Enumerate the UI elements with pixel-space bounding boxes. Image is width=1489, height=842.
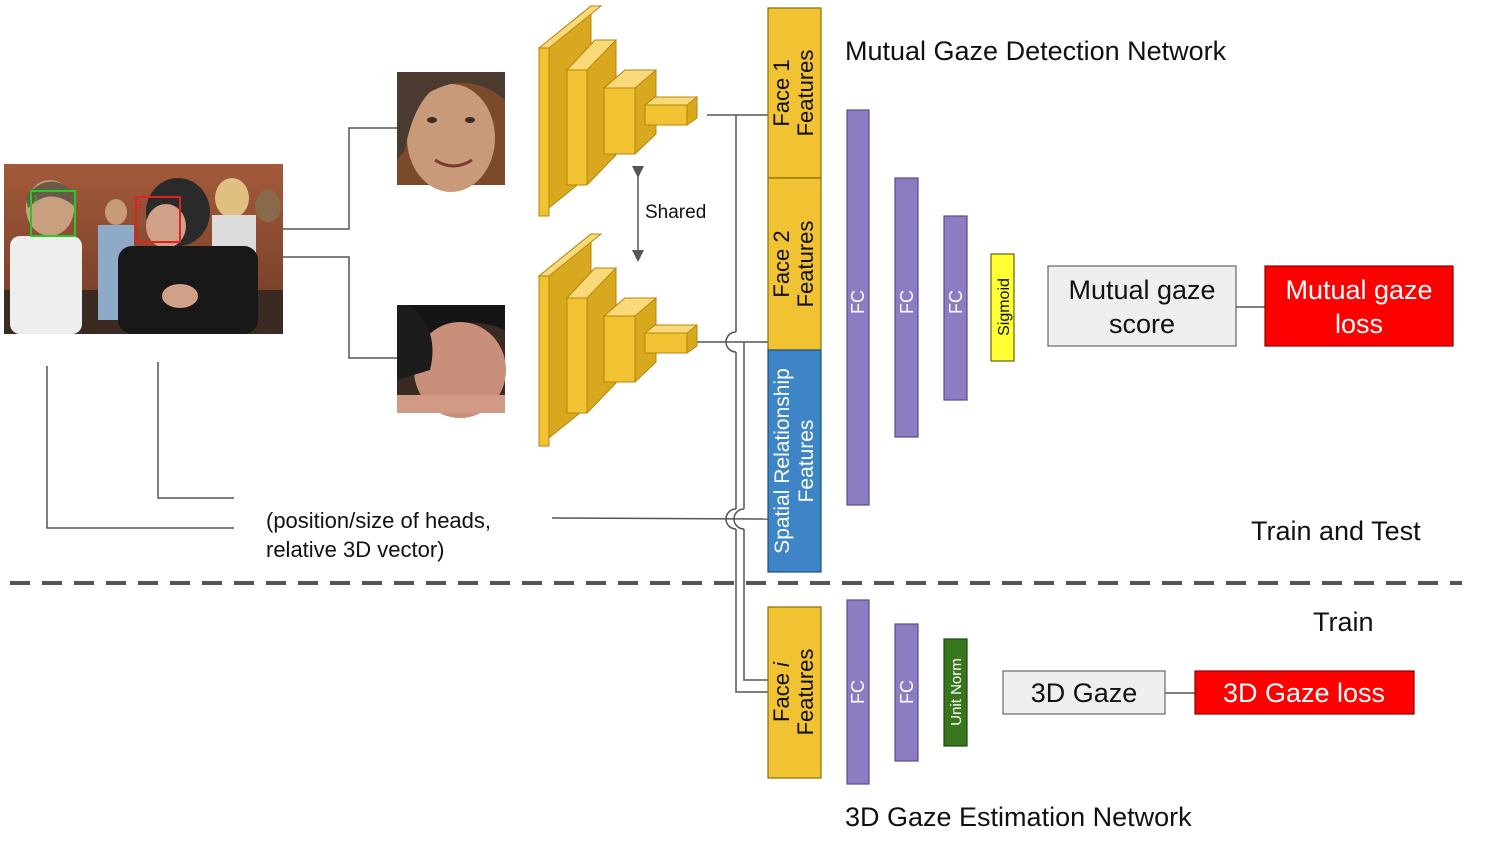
gaze-fc-layer-1-label: FC [848, 680, 868, 704]
mutual-fc-layer-1[interactable]: FC [846, 109, 870, 506]
head-box-1-label: 1 [33, 194, 39, 205]
face-i-features-line1: Face i [769, 661, 794, 722]
train-label: Train [1313, 607, 1374, 637]
mutual-gaze-score-box[interactable]: Mutual gaze score [1047, 265, 1237, 347]
face2-features-block[interactable]: Face 2 Features [767, 177, 822, 351]
mutual-gaze-loss-box[interactable]: Mutual gaze loss [1264, 265, 1454, 347]
unit-norm-layer-label: Unit Norm [948, 658, 965, 726]
mutual-gaze-loss-line1: Mutual gaze [1285, 275, 1432, 305]
gaze-fc-layer-2-label: FC [897, 680, 917, 704]
spatial-note-line2: relative 3D vector) [266, 537, 445, 562]
face-crop-1 [397, 72, 505, 192]
connectors [46, 114, 1265, 694]
sigmoid-layer[interactable]: Sigmoid [990, 253, 1015, 362]
shared-label: Shared [645, 202, 706, 223]
gaze3d-output-box[interactable]: 3D Gaze [1002, 670, 1166, 715]
spatial-features-line2: Features [795, 420, 818, 503]
gaze3d-output-label: 3D Gaze [1031, 678, 1138, 708]
cnn-encoder-1[interactable] [537, 4, 699, 218]
gaze-fc-layer-1[interactable]: FC [846, 599, 870, 785]
mutual-gaze-score-line2: score [1109, 309, 1175, 339]
spatial-note-line1: (position/size of heads, [266, 508, 491, 533]
face1-features-block[interactable]: Face 1 Features [767, 7, 822, 179]
train-and-test-label: Train and Test [1251, 516, 1421, 546]
mutual-fc-layer-2-label: FC [897, 290, 917, 314]
mutual-fc-layer-3-label: FC [946, 290, 966, 314]
spatial-features-block[interactable]: Spatial Relationship Features [767, 349, 822, 573]
face-i-features-block[interactable]: Face i Features [767, 606, 822, 779]
unit-norm-layer[interactable]: Unit Norm [943, 638, 968, 747]
input-scene-image: 1 2 [4, 164, 283, 334]
face2-features-line1: Face 2 [769, 230, 794, 297]
face1-features-line1: Face 1 [769, 59, 794, 126]
gaze-estimation-network-title: 3D Gaze Estimation Network [845, 802, 1192, 832]
mutual-fc-layer-1-label: FC [848, 290, 868, 314]
spatial-features-line1: Spatial Relationship [771, 368, 794, 554]
face2-features-line2: Features [793, 221, 818, 308]
mutual-fc-layer-3[interactable]: FC [943, 215, 968, 401]
gaze3d-loss-box[interactable]: 3D Gaze loss [1194, 670, 1415, 715]
head-box-2 [135, 196, 181, 243]
mutual-gaze-loss-line2: loss [1335, 309, 1383, 339]
gaze-fc-layer-2[interactable]: FC [894, 623, 919, 762]
gaze3d-loss-label: 3D Gaze loss [1223, 678, 1385, 708]
face1-features-line2: Features [793, 50, 818, 137]
mutual-fc-layer-2[interactable]: FC [894, 177, 919, 438]
head-box-2-label: 2 [137, 200, 143, 211]
cnn-encoder-2[interactable] [537, 232, 699, 448]
mutual-gaze-network-title: Mutual Gaze Detection Network [845, 36, 1227, 66]
mutual-gaze-score-line1: Mutual gaze [1068, 275, 1215, 305]
face-crop-2 [397, 305, 506, 418]
head-box-1 [30, 190, 76, 237]
sigmoid-layer-label: Sigmoid [996, 278, 1013, 336]
face-i-features-line2: Features [793, 649, 818, 736]
